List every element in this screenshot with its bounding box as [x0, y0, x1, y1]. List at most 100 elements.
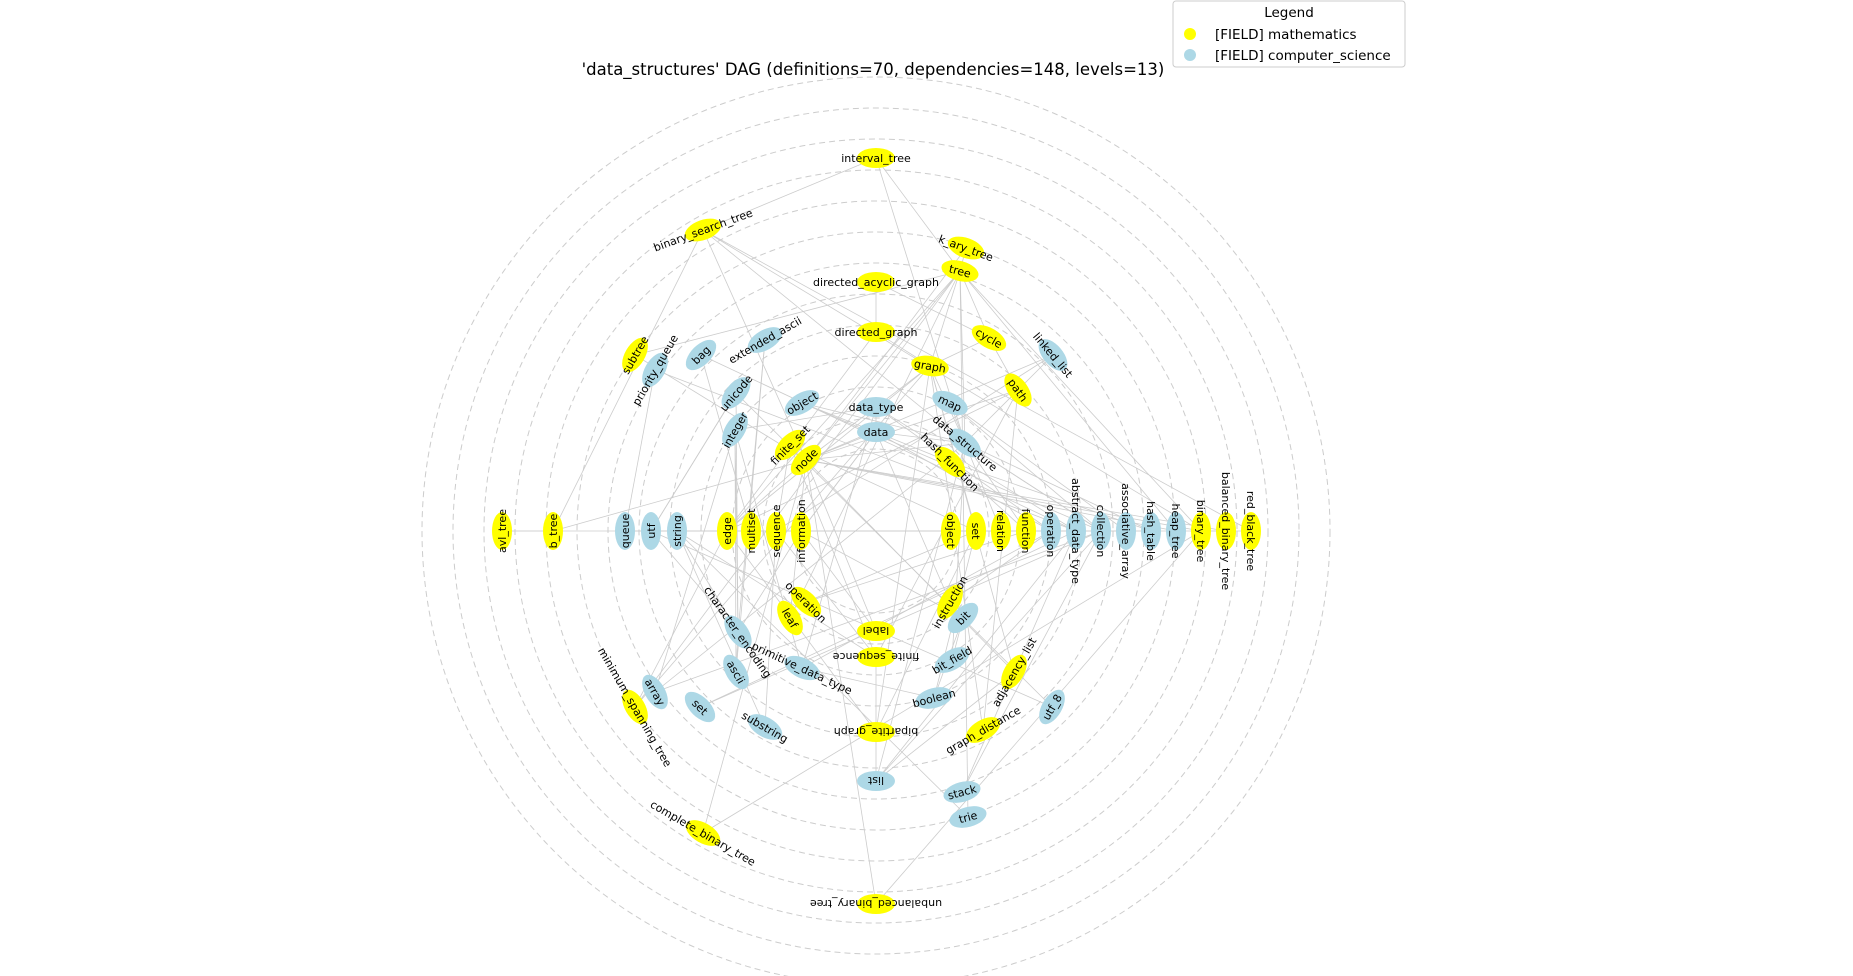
node-marker — [741, 512, 761, 550]
legend-label-computer-science: [FIELD] computer_science — [1215, 48, 1391, 64]
node-marker — [784, 655, 820, 681]
node-marker — [723, 654, 749, 690]
node-label: graph — [913, 357, 947, 375]
node-tree: tree — [941, 260, 979, 282]
node-leaf: leaf — [777, 600, 803, 636]
dependency-edge — [875, 157, 961, 272]
node-marker — [857, 894, 895, 914]
node-label: string — [671, 515, 684, 547]
node-marker — [857, 422, 895, 442]
node-label: collection — [1094, 505, 1107, 558]
legend: Legend [FIELD] mathematics [FIELD] compu… — [1172, 0, 1406, 68]
dependency-edge — [801, 530, 1052, 669]
node-marker — [1166, 512, 1186, 550]
node-binary-tree: binary_tree — [1191, 500, 1211, 562]
dependency-edge — [964, 354, 1054, 444]
node-interval-tree: interval_tree — [841, 148, 911, 168]
node-label: edge — [721, 517, 734, 545]
node-data: data — [857, 422, 895, 442]
legend-marker-computer-science — [1184, 49, 1196, 61]
dependency-edge — [634, 270, 961, 708]
node-marker — [784, 390, 820, 416]
node-marker — [717, 512, 737, 550]
node-heap-tree: heap_tree — [1166, 503, 1186, 559]
dependency-edge — [803, 459, 877, 905]
node-marker — [642, 674, 668, 710]
node-label: balanced_binary_tree — [1219, 472, 1232, 590]
node-label: object — [944, 514, 957, 549]
dependency-edge — [699, 530, 1102, 708]
dependency-edge — [800, 431, 877, 532]
node-label: avl_tree — [496, 509, 509, 553]
node-information: information — [791, 499, 811, 563]
node-set: set — [966, 512, 986, 550]
dependency-edge — [875, 530, 1077, 782]
node-marker — [622, 689, 648, 725]
node-directed-graph: directed_graph — [835, 322, 917, 342]
node-map: map — [932, 390, 968, 416]
node-marker — [947, 236, 985, 260]
node-marker — [685, 339, 717, 371]
dependency-edge — [875, 671, 1015, 782]
node-label: red_black_tree — [1244, 491, 1257, 572]
node-label: trie — [957, 809, 979, 826]
node-marker — [947, 602, 979, 634]
node-directed-acyclic-graph: directed_acyclic_graph — [813, 272, 939, 292]
node-marker — [777, 600, 803, 636]
node-abstract-data-type: abstract_data_type — [1066, 478, 1086, 584]
node-marker — [1141, 512, 1161, 550]
node-marker — [966, 512, 986, 550]
legend-label-mathematics: [FIELD] mathematics — [1215, 27, 1357, 43]
node-marker — [857, 771, 895, 791]
node-marker — [791, 512, 811, 550]
node-label: interval_tree — [841, 152, 911, 165]
node-label: tree — [947, 262, 972, 280]
node-trie: trie — [949, 806, 987, 828]
node-marker — [1041, 512, 1061, 550]
dependency-edge — [654, 442, 966, 693]
dependency-edge — [654, 429, 737, 693]
dependency-edge — [805, 270, 961, 461]
node-marker — [766, 512, 786, 550]
node-list: list — [857, 771, 895, 791]
dependency-edge — [650, 530, 739, 633]
node-marker — [684, 218, 722, 242]
dependency-edge — [927, 365, 984, 731]
dependency-edge — [875, 530, 977, 733]
dependency-edges — [502, 157, 1252, 905]
node-function: function — [1016, 509, 1036, 553]
node-marker — [641, 512, 661, 550]
node-label: list — [867, 774, 884, 787]
dependency-edge — [800, 530, 877, 632]
dependency-edge — [801, 666, 935, 699]
node-label: bipartite_graph — [834, 725, 918, 738]
node-marker — [857, 621, 895, 641]
node-marker — [857, 322, 895, 342]
node-label: operation — [1044, 505, 1057, 558]
node-bit: bit — [947, 602, 979, 634]
node-label: finite_sequence — [832, 650, 919, 663]
node-label: extended_ascii — [726, 314, 804, 366]
node-marker — [1091, 512, 1111, 550]
node-edge: edge — [717, 512, 737, 550]
node-sequence: sequence — [766, 504, 786, 558]
node-marker — [937, 584, 963, 620]
node-marker — [943, 781, 981, 803]
node-marker — [642, 352, 668, 388]
node-utf-8: utf_8 — [1039, 689, 1065, 725]
node-graph-distance: graph_distance — [943, 704, 1023, 758]
node-marker — [1004, 373, 1032, 407]
dependency-edge — [957, 270, 969, 818]
node-marker — [857, 647, 895, 667]
node-marker — [971, 325, 1007, 351]
node-label: heap_tree — [1169, 503, 1182, 558]
dependency-edge — [622, 369, 656, 532]
node-collection: collection — [1091, 505, 1111, 558]
node-marker — [790, 444, 822, 476]
node-queue: queue — [615, 512, 635, 550]
node-marker — [934, 647, 970, 673]
dependency-edge — [875, 281, 990, 339]
dependency-edge — [959, 270, 1202, 532]
node-set-2: set — [684, 691, 716, 723]
